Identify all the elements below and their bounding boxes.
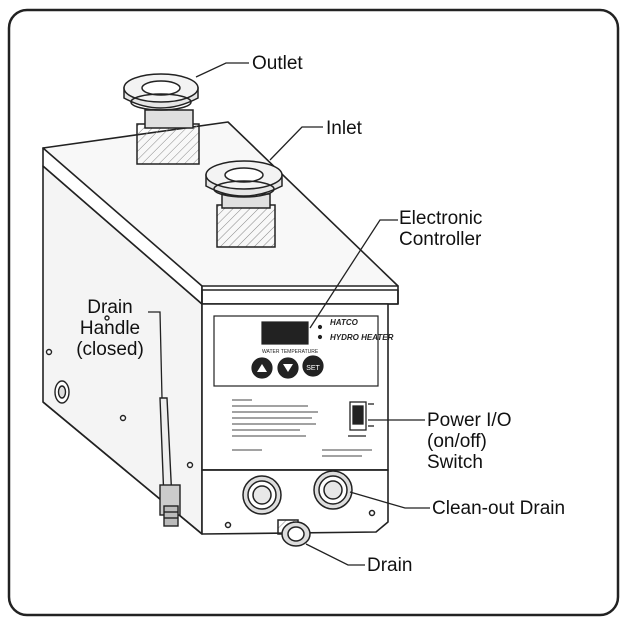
inlet-leader [269,126,323,161]
product-logo: HYDRO HEATER [330,333,394,342]
electronic-controller: SET [213,315,379,387]
brand-logo: HATCO [330,318,359,327]
inlet-label: Inlet [326,118,362,139]
cleanout-drain-label: Clean-out Drain [432,498,566,519]
drain-label: Drain [367,555,413,576]
outlet-fitting [123,73,200,165]
controller-leader [309,219,398,329]
temp-label: WATER TEMPERATURE [262,349,319,355]
set-button [302,355,324,377]
power-switch-label: Power I/O (on/off) Switch [427,410,512,473]
svg-text:SET: SET [306,365,320,372]
electronic-controller-label: Electronic Controller [399,208,483,250]
warning-label-text [232,399,372,457]
drain-handle-leader [148,311,163,399]
drain-handle-label: Drain Handle (closed) [76,297,144,360]
inlet-fitting [205,160,283,248]
cleanout-leader [349,491,430,509]
power-switch [348,401,374,437]
outlet-leader [195,62,249,78]
side-details [45,315,194,469]
drain-leader [305,543,365,566]
leader-lines [148,62,430,566]
cleanout-drain-caps [224,470,376,529]
drain-fitting [277,519,311,547]
outlet-label: Outlet [252,53,303,74]
temperature-display [261,321,309,345]
drain-handle [159,397,181,527]
